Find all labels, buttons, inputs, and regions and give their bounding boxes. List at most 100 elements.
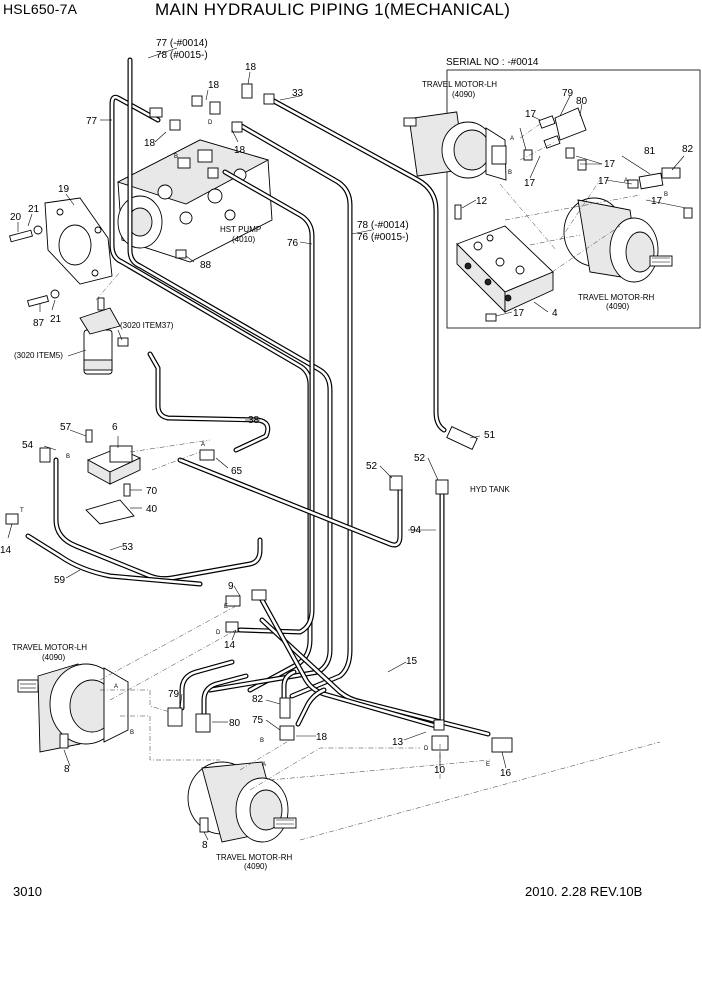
label-38: 38 <box>248 415 260 426</box>
label-76-variant: 76 (#0015-) <box>357 232 409 243</box>
hst-pump-label: HST PUMP <box>220 225 261 234</box>
label-79: 79 <box>168 689 180 700</box>
manifold-block <box>456 225 554 314</box>
label-14: 14 <box>0 545 12 556</box>
label-20: 20 <box>10 212 22 223</box>
inset-fittings <box>454 107 693 322</box>
label-17: 17 <box>651 196 663 207</box>
port-letter: D <box>424 746 429 752</box>
port-letter: B <box>664 192 668 198</box>
revision-date: 2010. 2.28 REV.10B <box>525 884 643 899</box>
label-8: 8 <box>64 764 70 775</box>
label-53: 53 <box>122 542 134 553</box>
filter-item5-label: (3020 ITEM5) <box>14 351 63 360</box>
label-9: 9 <box>228 581 234 592</box>
label-77-variant: 77 (-#0014) <box>156 38 208 49</box>
inset-travel-motor-lh <box>403 111 507 181</box>
port-letters: B D A B A B A B T E D A B B A D E <box>20 120 668 768</box>
label-4: 4 <box>552 308 558 319</box>
label-17: 17 <box>513 308 525 319</box>
port-letter: B <box>130 730 134 736</box>
inset-motor-rh-label: TRAVEL MOTOR-RH <box>578 293 655 302</box>
label-52: 52 <box>414 453 426 464</box>
port-letter: D <box>208 120 213 126</box>
label-70: 70 <box>146 486 158 497</box>
label-57: 57 <box>60 422 72 433</box>
port-letter: E <box>224 604 228 610</box>
label-18: 18 <box>208 80 220 91</box>
bolts-20-21 <box>9 225 60 308</box>
label-17: 17 <box>525 109 537 120</box>
serial-inset-frame <box>446 69 701 329</box>
port-letter: A <box>624 178 628 184</box>
label-17: 17 <box>524 178 536 189</box>
port-letter: T <box>20 508 24 514</box>
label-94: 94 <box>410 525 422 536</box>
label-78-variant: 78 (#0015-) <box>156 50 208 61</box>
inset-motor-rh-code: (4090) <box>606 302 629 311</box>
page-number: 3010 <box>13 884 42 899</box>
label-54: 54 <box>22 440 34 451</box>
label-81: 81 <box>644 146 656 157</box>
model-number: HSL650-7A <box>3 1 78 17</box>
motor-lh-code: (4090) <box>42 653 65 662</box>
tank-fitting <box>446 426 478 450</box>
hyd-tank-label: HYD TANK <box>470 485 510 494</box>
label-52: 52 <box>366 461 378 472</box>
serial-number: SERIAL NO : -#0014 <box>446 57 539 68</box>
hst-pump <box>116 139 273 263</box>
motor-rh-code: (4090) <box>244 862 267 871</box>
label-80: 80 <box>576 96 588 107</box>
label-79: 79 <box>562 88 574 99</box>
inset-motor-lh-label: TRAVEL MOTOR-LH <box>422 80 497 89</box>
label-40: 40 <box>146 504 158 515</box>
pipes <box>25 57 491 737</box>
label-51: 51 <box>484 430 496 441</box>
label-80: 80 <box>229 718 241 729</box>
port-letter: B <box>260 738 264 744</box>
label-21: 21 <box>28 204 40 215</box>
header: HSL650-7A MAIN HYDRAULIC PIPING 1(MECHAN… <box>0 0 702 24</box>
leader-lines <box>7 47 687 841</box>
filter-assembly <box>79 297 129 375</box>
dash-connection-lines <box>95 271 661 841</box>
label-18: 18 <box>245 62 257 73</box>
label-18: 18 <box>144 138 156 149</box>
inset-motor-lh-code: (4090) <box>452 90 475 99</box>
label-10: 10 <box>434 765 446 776</box>
port-letter: B <box>66 454 70 460</box>
label-17: 17 <box>598 176 610 187</box>
port-letter: A <box>114 684 118 690</box>
label-82: 82 <box>252 694 264 705</box>
label-18: 18 <box>316 732 328 743</box>
label-18: 18 <box>234 145 246 156</box>
port-letter: A <box>201 442 205 448</box>
page-title: MAIN HYDRAULIC PIPING 1(MECHANICAL) <box>155 0 511 19</box>
port-letter: B <box>508 170 512 176</box>
label-15: 15 <box>406 656 418 667</box>
label-17: 17 <box>604 159 616 170</box>
label-87: 87 <box>33 318 45 329</box>
label-88: 88 <box>200 260 212 271</box>
label-12: 12 <box>476 196 488 207</box>
port-letter: A <box>262 762 266 768</box>
label-65: 65 <box>231 466 243 477</box>
label-6: 6 <box>112 422 118 433</box>
label-13: 13 <box>392 737 404 748</box>
label-76: 76 <box>287 238 299 249</box>
bracket-plate <box>44 197 113 285</box>
port-letter: B <box>174 154 178 160</box>
inset-dash-links <box>499 123 641 273</box>
hst-pump-code: (4010) <box>232 235 255 244</box>
inset-travel-motor-rh <box>563 197 673 283</box>
label-21: 21 <box>50 314 62 325</box>
port-letter: D <box>216 630 221 636</box>
label-78-variant2: 78 (-#0014) <box>357 220 409 231</box>
travel-motor-rh <box>187 761 297 843</box>
label-59: 59 <box>54 575 66 586</box>
port-letter: E <box>486 762 490 768</box>
motor-rh-label: TRAVEL MOTOR-RH <box>216 853 293 862</box>
label-14: 14 <box>224 640 236 651</box>
valve-block <box>85 429 142 525</box>
